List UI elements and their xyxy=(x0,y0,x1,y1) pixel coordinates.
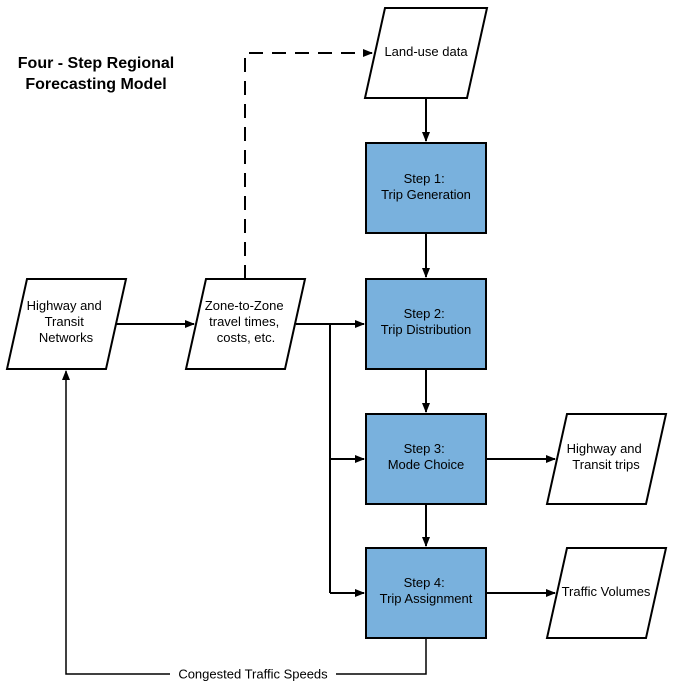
node-zone-label: Zone-to-Zone travel times, costs, etc. xyxy=(205,298,287,345)
step-4-box: Step 4: Trip Assignment xyxy=(365,547,487,639)
feedback-label: Congested Traffic Speeds xyxy=(178,666,328,681)
feedback-label-bg xyxy=(170,666,336,682)
node-highway-transit-networks: Highway and Transit Networks xyxy=(5,278,128,370)
step-1-label: Step 1: Trip Generation xyxy=(381,171,471,202)
node-land-use-data: Land-use data xyxy=(363,7,489,99)
node-traffic-volumes: Traffic Volumes xyxy=(545,547,668,639)
step-4-label: Step 4: Trip Assignment xyxy=(380,575,473,606)
node-volumes-label: Traffic Volumes xyxy=(562,584,651,599)
step-1-box: Step 1: Trip Generation xyxy=(365,142,487,234)
node-land-use-data-label: Land-use data xyxy=(384,44,468,59)
arrow-zone-to-landuse-dashed xyxy=(244,49,373,279)
node-zone-to-zone-travel: Zone-to-Zone travel times, costs, etc. xyxy=(184,278,307,370)
diagram-title: Four - Step Regional Forecasting Model xyxy=(0,53,192,95)
step-3-label: Step 3: Mode Choice xyxy=(388,441,465,472)
title-line-2: Forecasting Model xyxy=(25,76,167,93)
title-line-1: Four - Step Regional xyxy=(17,55,175,72)
node-trips-label: Highway and Transit trips xyxy=(567,441,646,472)
node-networks-label: Highway and Transit Networks xyxy=(27,298,106,345)
step-3-box: Step 3: Mode Choice xyxy=(365,413,487,505)
step-2-box: Step 2: Trip Distribution xyxy=(365,278,487,370)
node-highway-transit-trips: Highway and Transit trips xyxy=(545,413,668,505)
step-2-label: Step 2: Trip Distribution xyxy=(381,306,472,337)
